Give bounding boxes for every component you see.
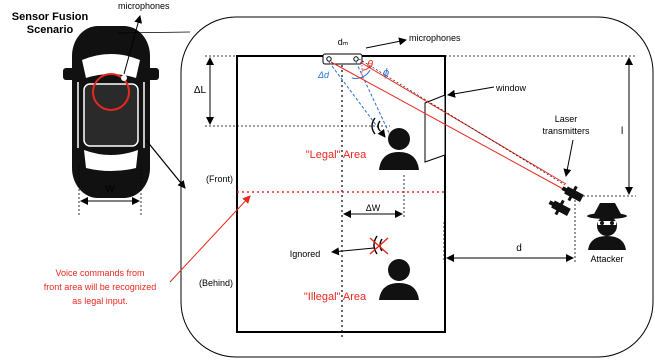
distance-l-label: l	[621, 126, 623, 137]
illegal-area-label: "Illegal" Area	[304, 291, 367, 303]
car-icon	[63, 26, 159, 198]
laser-beam	[359, 61, 567, 185]
attacker-label: Attacker	[590, 254, 623, 264]
car-mic-arrow	[123, 15, 142, 75]
phi-label: ϕ	[383, 67, 389, 79]
illegal-speaker-icon	[369, 235, 419, 300]
laser-transmitter-icon	[548, 185, 584, 216]
laser-label-line2: transmitters	[542, 126, 590, 136]
laser-label-line1: Laser	[555, 114, 578, 124]
car-width-label: W	[105, 184, 115, 195]
mic-spacing-label: dₘ	[338, 37, 349, 47]
legal-speaker-icon	[371, 117, 419, 170]
note-line1: Voice commands from	[55, 268, 144, 278]
legal-area-label: "Legal" Area	[306, 149, 367, 161]
theta-label: θ	[367, 59, 373, 71]
diagram-title-line2: Scenario	[27, 24, 74, 36]
delta-d-label: Δd	[317, 70, 330, 80]
diagram-title-line1: Sensor Fusion	[12, 11, 89, 23]
attacker-icon	[587, 203, 627, 250]
window-label: window	[495, 83, 527, 93]
delta-w-label: ΔW	[366, 203, 381, 213]
window-icon	[424, 94, 446, 163]
microphone-array-icon	[322, 53, 363, 65]
ignored-label: Ignored	[290, 249, 321, 259]
note-line3: as legal input.	[72, 296, 128, 306]
laser-beam	[330, 61, 566, 191]
front-label: (Front)	[206, 174, 233, 184]
distance-d-label: d	[516, 243, 522, 254]
note-line2: front area will be recognized	[44, 282, 157, 292]
behind-label: (Behind)	[199, 278, 233, 288]
scenario-area	[180, 16, 654, 358]
delta-l-label: ΔL	[194, 85, 207, 96]
room-mic-label: microphones	[409, 33, 461, 43]
car-mic-label: microphones	[118, 1, 170, 11]
